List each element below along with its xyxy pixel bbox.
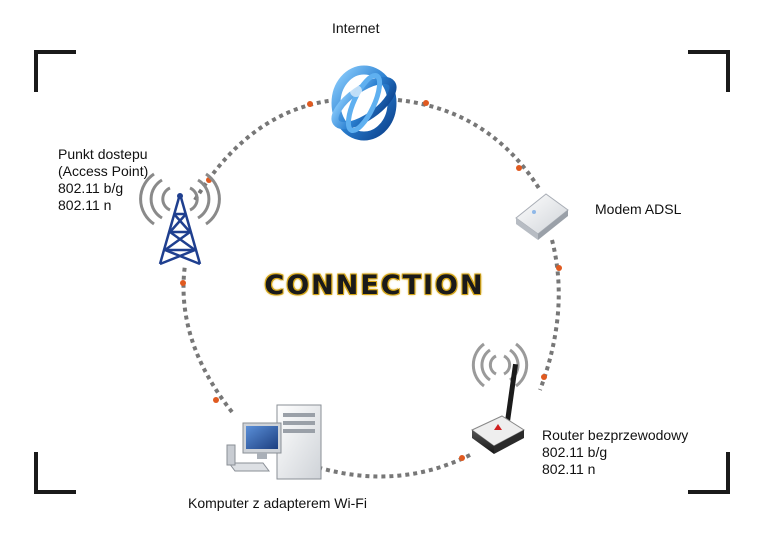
internet-label-line: Internet [332,20,380,36]
access-point-tower-icon [139,172,221,266]
router-label-line-3: 802.11 n [542,461,596,477]
corner-mark-top-left [34,50,76,92]
modem-label: Modem ADSL [595,201,681,218]
corner-mark-bottom-right [688,452,730,494]
arrow-marker [516,165,522,171]
modem-label-line: Modem ADSL [595,201,682,217]
internet-label: Internet [332,20,379,37]
arrow-marker [180,280,186,286]
arrow-marker [307,101,313,107]
internet-globe-icon [331,65,397,141]
computer-label: Komputer z adapterem Wi-Fi [188,495,367,512]
corner-mark-top-right [688,50,730,92]
router-label: Router bezprzewodowy 802.11 b/g 802.11 n [542,427,688,478]
adsl-modem-icon [515,193,569,240]
wireless-router-icon [471,342,529,454]
ring-arc-modem-router [538,239,561,391]
ring-arc-internet-modem [397,98,542,192]
corner-mark-bottom-left [34,452,76,494]
router-label-line-1: Router bezprzewodowy [542,427,689,443]
desktop-computer-icon [226,404,322,480]
arrow-marker [423,100,429,106]
arrow-marker [213,397,219,403]
diagram-title: CONNECTION [264,270,485,301]
computer-label-line: Komputer z adapterem Wi-Fi [188,495,367,511]
access-point-label-line-2: (Access Point) [58,163,149,179]
corner-marks [34,50,730,494]
access-point-label-line-4: 802.11 n [58,197,112,213]
flow-arrows [180,100,562,461]
ring-arc-computer-accesspoint [181,264,234,414]
access-point-label-line-1: Punkt dostepu [58,146,148,162]
arrow-marker [541,374,547,380]
arrow-marker [459,455,465,461]
arrow-marker [556,265,562,271]
router-label-line-2: 802.11 b/g [542,444,608,460]
access-point-label-line-3: 802.11 b/g [58,180,124,196]
ring-arc-router-computer [319,453,471,479]
access-point-label: Punkt dostepu (Access Point) 802.11 b/g … [58,146,148,214]
